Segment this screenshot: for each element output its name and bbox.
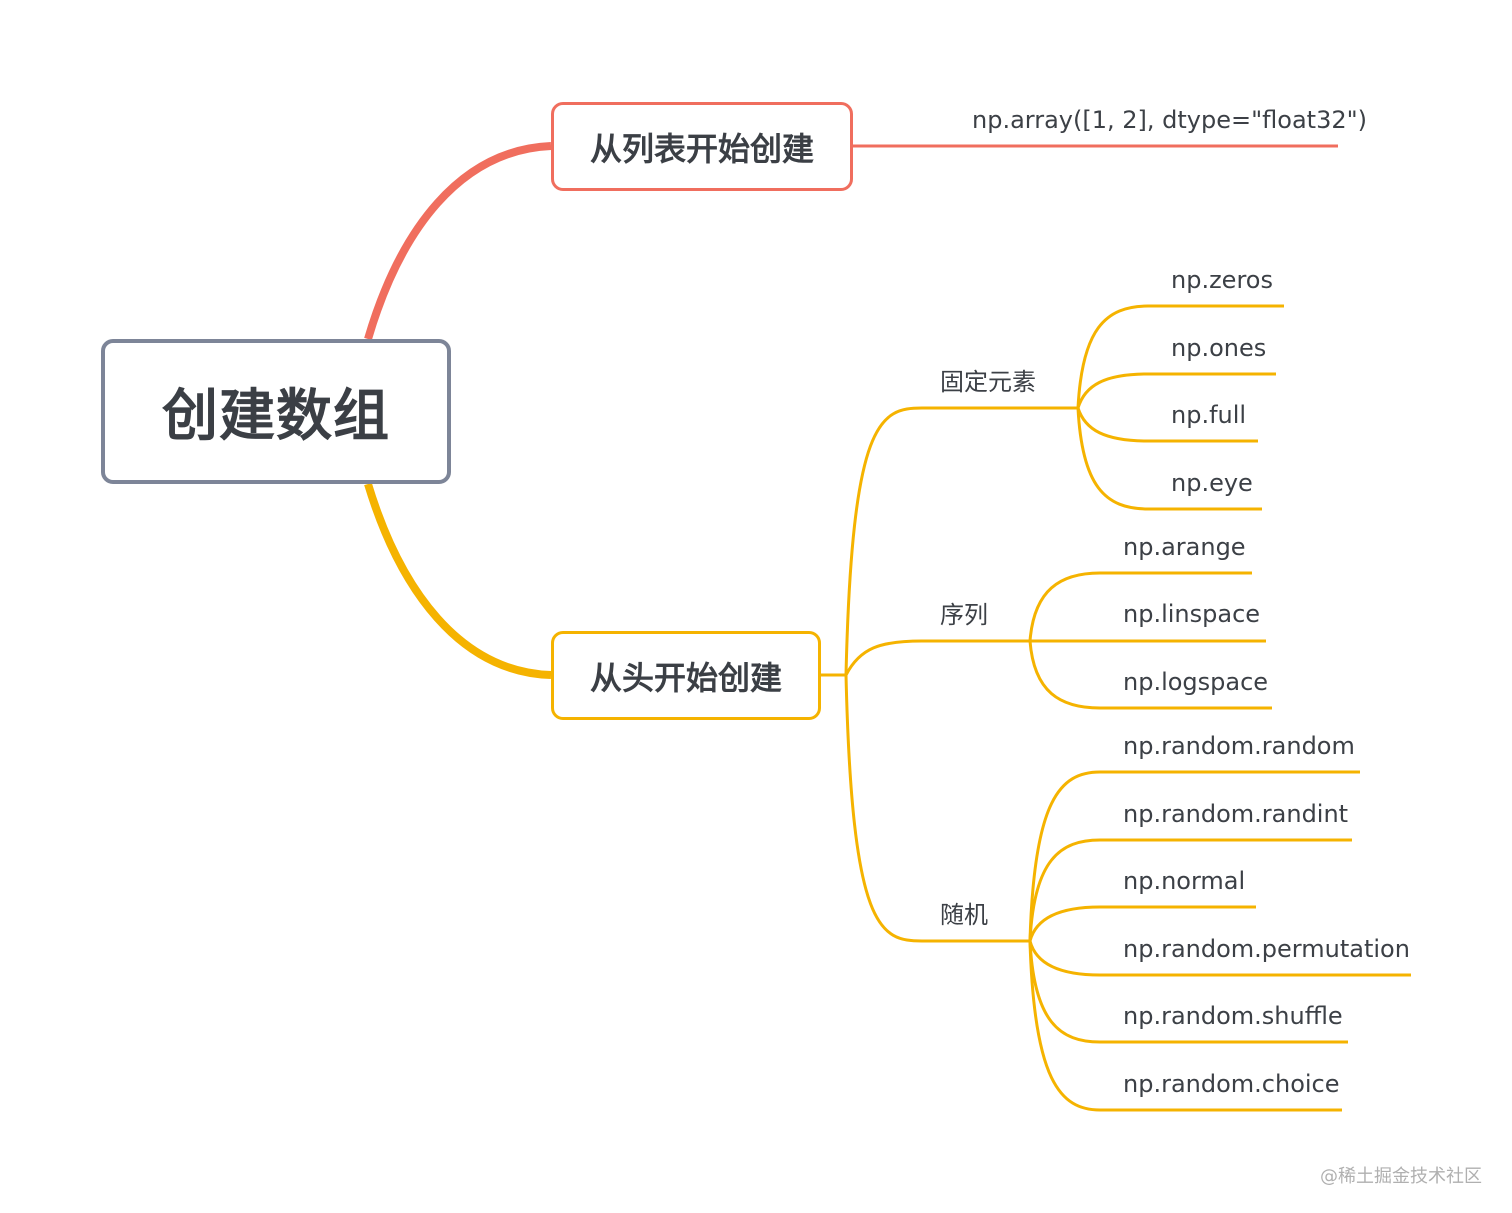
leaf-np-full[interactable]: np.full [1171,401,1247,429]
link-scratch-random [844,674,923,943]
link-rand-randint [1028,838,1352,942]
link-root-from-scratch [364,482,552,679]
watermark: @稀土掘金技术社区 [1320,1166,1482,1187]
group-fixed-label[interactable]: 固定元素 [940,368,1036,396]
branch-from-list-label: 从列表开始创建 [589,129,814,168]
link-rand-normal [1028,905,1256,942]
leaf-np-random-choice[interactable]: np.random.choice [1123,1070,1340,1098]
leaf-np-ones[interactable]: np.ones [1171,334,1267,362]
leaf-np-random-shuffle[interactable]: np.random.shuffle [1123,1002,1343,1030]
leaf-np-random-random[interactable]: np.random.random [1123,732,1355,760]
leaf-np-eye[interactable]: np.eye [1171,469,1253,497]
leaf-np-random-randint[interactable]: np.random.randint [1123,800,1349,828]
group-random-label[interactable]: 随机 [940,901,988,929]
leaf-np-logspace[interactable]: np.logspace [1123,668,1269,696]
link-fixed-eye [1076,407,1262,511]
leaf-np-arange[interactable]: np.arange [1123,533,1246,561]
group-sequence-label[interactable]: 序列 [940,601,988,629]
leaf-np-array[interactable]: np.array([1, 2], dtype="float32") [972,106,1368,134]
branch-from-scratch-label: 从头开始创建 [589,658,782,697]
link-fixed-full [1076,407,1258,443]
link-seq-logspace [1028,640,1272,710]
leaf-np-normal[interactable]: np.normal [1123,867,1246,895]
link-rand-permutation [1028,940,1411,977]
root-node[interactable]: 创建数组 [101,339,451,484]
leaf-np-random-permutation[interactable]: np.random.permutation [1123,935,1410,963]
link-fixed-ones [1076,372,1276,409]
link-rand-random [1028,770,1360,942]
branch-from-scratch[interactable]: 从头开始创建 [551,631,821,720]
branch-from-list[interactable]: 从列表开始创建 [551,102,853,191]
link-fixed-zeros [1076,304,1284,409]
leaf-np-linspace[interactable]: np.linspace [1123,600,1261,628]
link-scratch-sequence [844,639,923,676]
link-root-from-list [364,142,552,341]
leaf-np-zeros[interactable]: np.zeros [1171,266,1273,294]
root-label: 创建数组 [162,384,390,449]
link-scratch-fixed [844,406,923,676]
link-rand-choice [1028,940,1342,1112]
link-seq-arange [1028,571,1252,642]
